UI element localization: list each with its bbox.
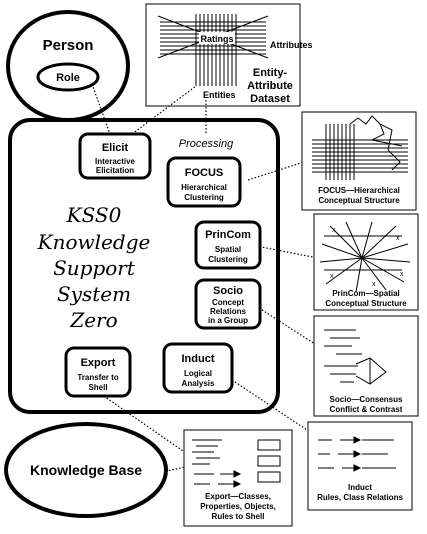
kss0-title-line-4: Zero (69, 308, 117, 332)
module-princom-desc-0: Spatial (215, 245, 241, 254)
attributes-label: Attributes (270, 40, 313, 50)
module-princom-desc-1: Clustering (208, 255, 248, 264)
consensus-icon (324, 329, 387, 385)
module-export-desc-1: Shell (88, 383, 107, 392)
shell-transfer-icon (192, 439, 281, 488)
svg-text:x: x (330, 273, 334, 280)
module-focus: FOCUS Hierarchical Clustering (166, 156, 242, 208)
module-socio-desc-1: Relations (210, 307, 247, 316)
module-export-box (64, 346, 132, 398)
kss0-title-line-2: Support (53, 256, 136, 280)
output-induct: Induct Rules, Class Relations (307, 421, 413, 511)
kss0-frame (8, 118, 280, 414)
person-title: Person (43, 37, 94, 54)
module-princom: PrinCom Spatial Clustering (194, 220, 262, 270)
module-elicit-name: Elicit (102, 142, 129, 154)
connector-princom-output (255, 245, 319, 259)
svg-text:x: x (396, 235, 400, 242)
output-focus-line-0: FOCUS—Hierarchical (318, 186, 400, 195)
knowledge-base-ellipse (4, 422, 168, 518)
module-focus-desc-0: Hierarchical (181, 183, 227, 192)
output-focus-box (301, 111, 417, 211)
module-focus-box (166, 156, 242, 208)
connector-socio-output (255, 305, 319, 347)
module-elicit-desc-1: Elicitation (96, 166, 134, 175)
ratings-label-bg (199, 32, 235, 44)
dataset-grid-icon (157, 14, 269, 86)
entities-label: Entities (203, 90, 236, 100)
dataset-caption-3: Dataset (250, 93, 290, 105)
module-socio-desc-0: Concept (212, 298, 244, 307)
output-socio: Socio—Consensus Conflict & Contrast (313, 315, 419, 417)
module-elicit: Elicit Interactive Elicitation (78, 132, 152, 180)
kss0-title-line-3: System (57, 282, 131, 306)
connector-export-output (97, 391, 197, 461)
output-focus: FOCUS—Hierarchical Conceptual Structure (301, 111, 417, 211)
module-induct-name: Induct (182, 353, 215, 365)
output-export-line-0: Export—Classes, (205, 492, 271, 501)
output-induct-line-0: Induct (348, 483, 372, 492)
kss0-title: KSS0 Knowledge Support System Zero (37, 203, 151, 332)
output-princom-line-0: PrinCom—Spatial (332, 289, 400, 298)
dataset-panel: Ratings Attributes Entities Entity- Attr… (145, 3, 313, 107)
person-group: Person Role (6, 10, 130, 122)
output-socio-line-0: Socio—Consensus (330, 395, 403, 404)
kss0-title-line-1: Knowledge (37, 230, 151, 254)
module-socio-box (194, 278, 262, 330)
module-induct-box (162, 342, 234, 394)
output-princom-box (313, 213, 419, 311)
output-export-line-1: Properties, Objects, (200, 502, 276, 511)
module-socio-name: Socio (213, 285, 243, 297)
connector-elicit-dataset (131, 85, 197, 135)
kss0-title-line-0: KSS0 (66, 203, 122, 227)
module-induct-desc-0: Logical (184, 369, 212, 378)
module-princom-box (194, 220, 262, 270)
hierarchy-tree-icon (312, 115, 408, 180)
module-elicit-desc-0: Interactive (95, 157, 136, 166)
dataset-caption-2: Attribute (247, 80, 293, 92)
output-princom: x x x x x PrinCom—Spatial Conceptual Str… (313, 213, 419, 311)
module-export-name: Export (81, 357, 116, 369)
ratings-label: Ratings (200, 34, 233, 44)
rules-arrows-icon (318, 436, 396, 472)
connector-induct-output (231, 379, 317, 437)
module-export: Export Transfer to Shell (64, 346, 132, 398)
output-focus-line-1: Conceptual Structure (318, 196, 400, 205)
svg-text:x: x (372, 281, 376, 288)
module-focus-name: FOCUS (185, 167, 224, 179)
module-focus-desc-1: Clustering (184, 193, 224, 202)
role-ellipse (36, 62, 100, 92)
spatial-map-icon: x x x x x (319, 221, 411, 293)
module-socio-desc-2: in a Group (208, 316, 248, 325)
knowledge-base-group: Knowledge Base (4, 422, 168, 518)
svg-text:x: x (332, 227, 336, 234)
module-induct-desc-1: Analysis (182, 379, 215, 388)
role-label: Role (56, 72, 80, 84)
output-induct-box (307, 421, 413, 511)
module-socio: Socio Concept Relations in a Group (194, 278, 262, 330)
output-socio-line-1: Conflict & Contrast (330, 405, 403, 414)
module-elicit-box (78, 132, 152, 180)
dataset-caption-1: Entity- (253, 67, 288, 79)
module-export-desc-0: Transfer to (77, 373, 118, 382)
output-princom-line-1: Conceptual Structure (325, 299, 407, 308)
output-export: Export—Classes, Properties, Objects, Rul… (183, 429, 293, 527)
output-induct-line-1: Rules, Class Relations (317, 493, 403, 502)
output-export-line-2: Rules to Shell (212, 512, 265, 521)
knowledge-base-label: Knowledge Base (30, 462, 142, 478)
module-induct: Induct Logical Analysis (162, 342, 234, 394)
module-princom-name: PrinCom (205, 229, 251, 241)
processing-label: Processing (179, 138, 234, 150)
svg-text:x: x (400, 271, 404, 278)
